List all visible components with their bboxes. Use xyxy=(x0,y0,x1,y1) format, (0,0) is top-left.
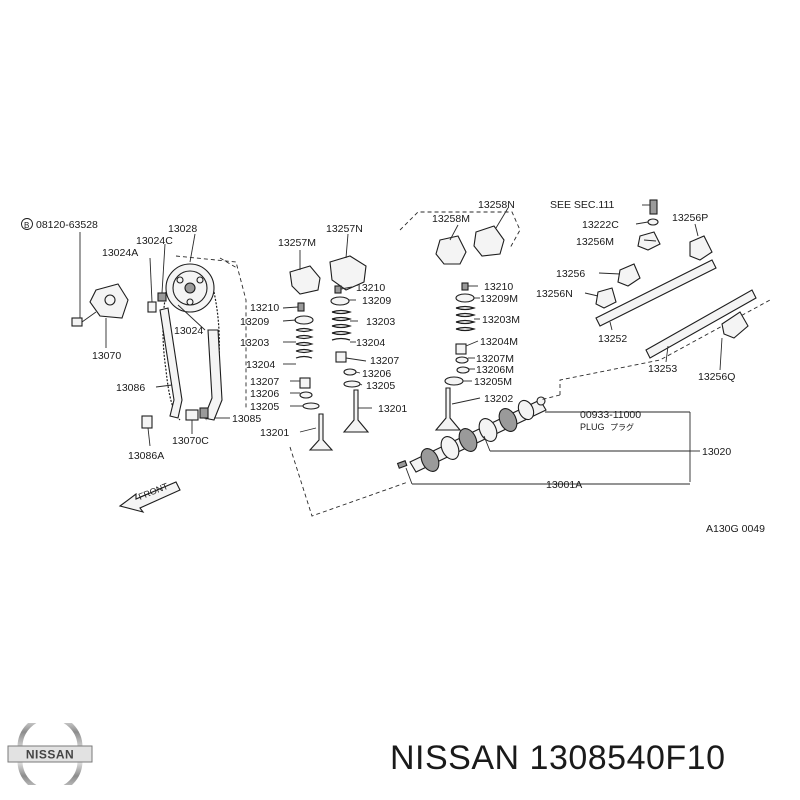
svg-text:13256P: 13256P xyxy=(672,212,708,224)
chain-guide-left xyxy=(159,307,183,419)
svg-text:13210: 13210 xyxy=(484,281,513,293)
svg-text:13209M: 13209M xyxy=(480,293,518,305)
svg-text:13256M: 13256M xyxy=(576,236,614,248)
valve-set-center-leaders xyxy=(340,233,372,409)
label-13258n: 13258N xyxy=(478,199,515,211)
svg-text:13203M: 13203M xyxy=(482,314,520,326)
rocker-arm-13257n xyxy=(329,255,367,291)
label-13086: 13086 xyxy=(116,382,145,394)
valve-set-right xyxy=(434,225,505,431)
svg-text:13210: 13210 xyxy=(250,302,279,314)
svg-text:13207: 13207 xyxy=(370,355,399,367)
rocker-shaft-13252 xyxy=(595,259,717,327)
svg-text:13204: 13204 xyxy=(356,337,385,349)
svg-text:13205: 13205 xyxy=(366,380,395,392)
valve-13201-center xyxy=(342,389,370,433)
label-13024c: 13024C xyxy=(136,235,173,247)
bolt-13024c xyxy=(157,292,167,302)
svg-text:13252: 13252 xyxy=(598,333,627,345)
label-08120-63528: 08120-63528 xyxy=(36,219,98,231)
svg-text:13201: 13201 xyxy=(378,403,407,415)
svg-text:13206: 13206 xyxy=(250,388,279,400)
label-13086a: 13086A xyxy=(128,450,164,462)
svg-text:13210: 13210 xyxy=(356,282,385,294)
label-13070: 13070 xyxy=(92,350,121,362)
label-13001a: 13001A xyxy=(546,479,582,491)
label-plug-number: 00933-11000 xyxy=(580,409,641,421)
svg-text:13207: 13207 xyxy=(250,376,279,388)
svg-text:13205: 13205 xyxy=(250,401,279,413)
rocker-shaft-leaders xyxy=(584,204,723,371)
chain-guide-right xyxy=(203,329,223,421)
label-13257m: 13257M xyxy=(278,237,316,249)
label-13070c: 13070C xyxy=(172,435,209,447)
timing-leaders xyxy=(79,232,230,447)
label-13085: 13085 xyxy=(232,413,261,425)
rocker-arm-13258m xyxy=(435,235,467,265)
valve-set-right-leaders xyxy=(449,207,509,405)
svg-text:13256: 13256 xyxy=(556,268,585,280)
rocker-arm-13257m xyxy=(289,265,321,295)
rocker-shaft-13253 xyxy=(645,289,757,359)
valve-set-left-leaders xyxy=(282,250,317,433)
label-13024a: 13024A xyxy=(102,247,138,259)
valve-13202 xyxy=(434,387,462,431)
svg-text:13222C: 13222C xyxy=(582,219,619,231)
svg-text:13204: 13204 xyxy=(246,359,275,371)
svg-text:13253: 13253 xyxy=(648,363,677,375)
svg-text:13203: 13203 xyxy=(240,337,269,349)
label-13028: 13028 xyxy=(168,223,197,235)
svg-text:13205M: 13205M xyxy=(474,376,512,388)
nissan-logo: NISSAN xyxy=(7,723,93,785)
svg-text:13202: 13202 xyxy=(484,393,513,405)
valve-set-center xyxy=(329,255,370,433)
label-13257n: 13257N xyxy=(326,223,363,235)
part-labels: B 08120-63528 13028 13024C 13024A 13024 … xyxy=(21,199,765,535)
svg-text:13209: 13209 xyxy=(240,316,269,328)
part-number-title: NISSAN 1308540F10 xyxy=(390,739,726,777)
label-13020: 13020 xyxy=(702,446,731,458)
front-arrow-icon xyxy=(118,481,181,513)
bolt-13086a xyxy=(141,415,153,429)
svg-text:13206M: 13206M xyxy=(476,364,514,376)
bolt-circle-label: B xyxy=(24,221,29,230)
plug xyxy=(536,396,546,406)
group-boundary xyxy=(289,446,409,517)
valve-set-left xyxy=(289,265,334,451)
label-13024: 13024 xyxy=(174,325,203,337)
svg-text:プラグ: プラグ xyxy=(610,422,634,432)
label-13258m: 13258M xyxy=(432,213,470,225)
svg-text:13206: 13206 xyxy=(362,368,391,380)
label-plug: PLUG xyxy=(580,422,605,432)
svg-text:13204M: 13204M xyxy=(480,336,518,348)
svg-text:13203: 13203 xyxy=(366,316,395,328)
svg-text:13209: 13209 xyxy=(362,295,391,307)
rocker-arm-13258n xyxy=(473,225,505,257)
valve-13201-left xyxy=(308,413,334,451)
svg-text:13256Q: 13256Q xyxy=(698,371,735,383)
camshaft-13020 xyxy=(396,396,547,473)
rocker-shaft-assembly xyxy=(595,199,757,359)
timing-chain-group xyxy=(71,255,247,429)
svg-text:13201: 13201 xyxy=(260,427,289,439)
svg-text:13207M: 13207M xyxy=(476,353,514,365)
svg-text:13256N: 13256N xyxy=(536,288,573,300)
label-see-sec: SEE SEC.111 xyxy=(550,199,615,211)
nissan-logo-text: NISSAN xyxy=(26,748,74,762)
diagram-ref-code: A130G 0049 xyxy=(706,523,765,535)
